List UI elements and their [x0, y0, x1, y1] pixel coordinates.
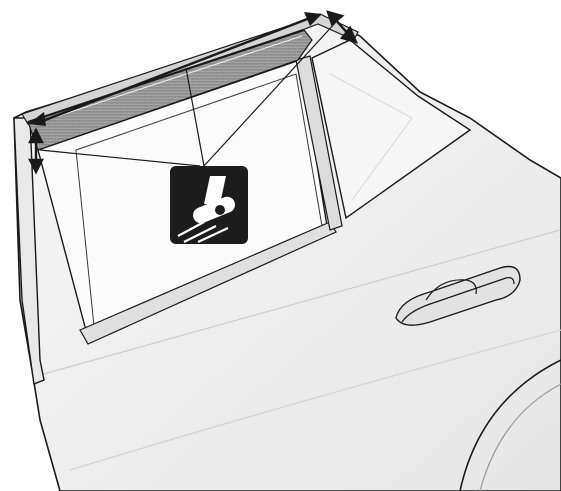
roller-shade-icon	[170, 166, 248, 244]
